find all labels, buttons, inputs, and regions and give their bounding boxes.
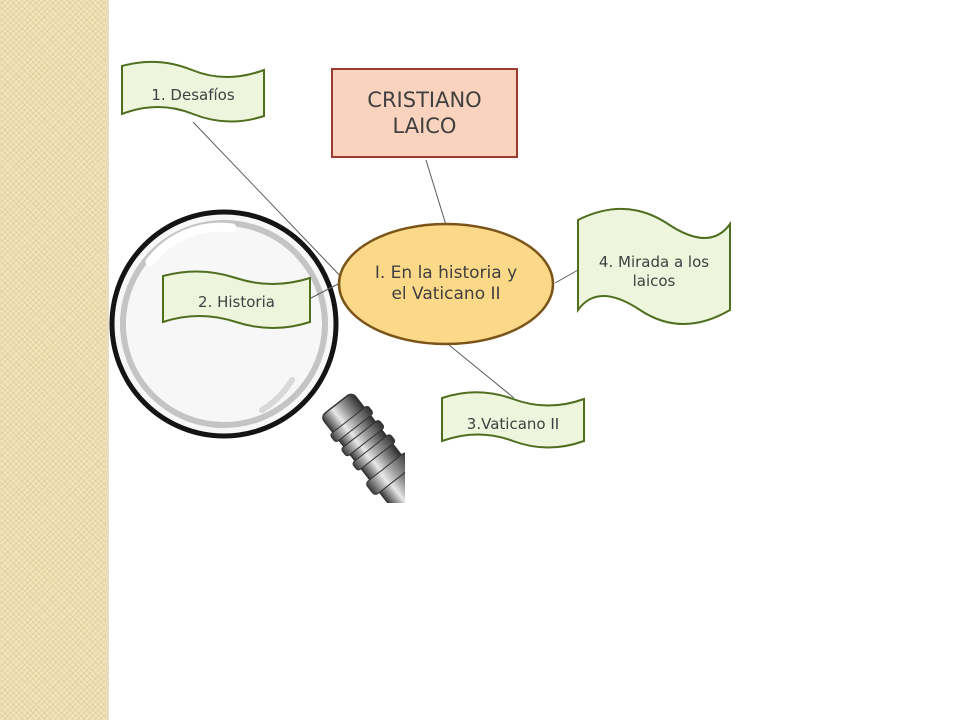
node-vaticano-shape [441,391,585,449]
decorative-side-strip [0,0,106,720]
magnifying-glass-icon [109,209,405,503]
node-historia-label: 2. Historia [198,292,275,311]
node-desafios-label: 1. Desafíos [151,85,235,104]
center-node-label: I. En la historia y el Vaticano II [374,262,518,304]
connectors [192,121,579,399]
title-node-label: CRISTIANO LAICO [367,87,482,138]
side-strip-edge [106,0,109,720]
connector-title [425,159,447,226]
connector-vaticano [448,344,515,399]
connector-mirada [554,269,579,284]
title-node: CRISTIANO LAICO [331,68,518,158]
node-mirada-label: 4. Mirada a los laicos [598,253,710,290]
center-node-shape [337,222,555,346]
node-vaticano-label: 3.Vaticano II [466,414,560,433]
node-historia-shape [162,270,311,329]
node-desafios-shape [121,60,265,123]
node-mirada-shape [577,208,731,325]
connector-desafios [192,121,347,283]
